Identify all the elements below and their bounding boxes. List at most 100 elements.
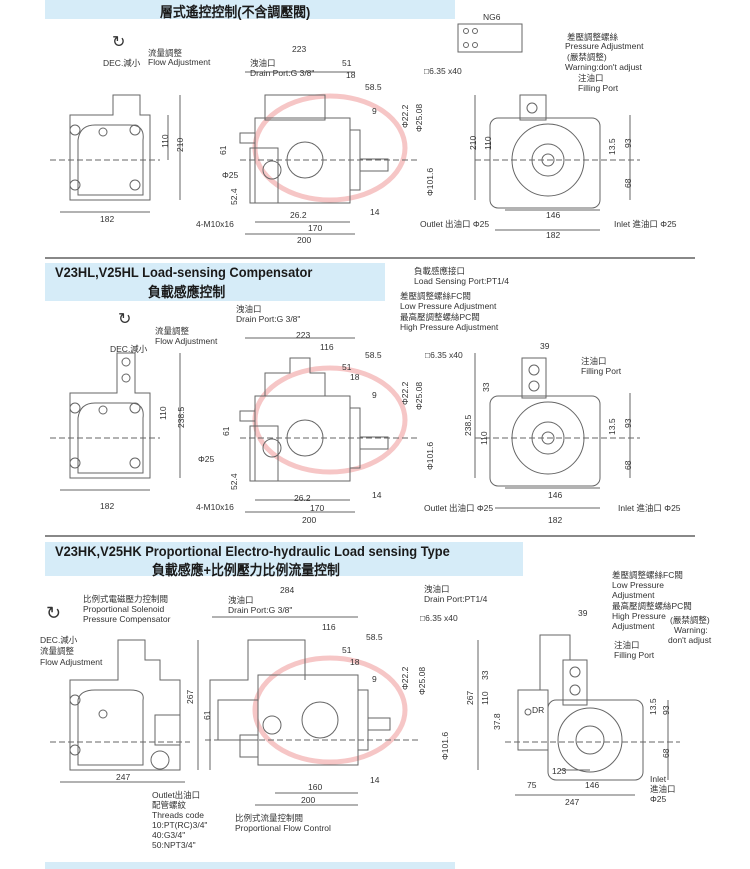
label: Pressure Compensator <box>83 614 171 624</box>
label: DR <box>532 705 545 715</box>
label: 182 <box>100 501 115 511</box>
label: 比例式電磁壓力控制閥 <box>83 594 169 604</box>
section3-title-en: V23HK,V25HK Proportional Electro-hydraul… <box>55 543 450 559</box>
label: 146 <box>585 780 600 790</box>
label: 182 <box>546 230 561 240</box>
label: 39 <box>540 341 550 351</box>
label: 流量調整 <box>148 48 183 58</box>
label: DEC.減小 <box>40 635 78 645</box>
label: 26.2 <box>290 210 307 220</box>
label: Flow Adjustment <box>155 336 218 346</box>
label: Inlet 進油口 Φ25 <box>618 503 681 513</box>
label: Φ101.6 <box>425 167 435 196</box>
label: 160 <box>308 782 323 792</box>
label: 146 <box>546 210 561 220</box>
label: 247 <box>116 772 131 782</box>
ng6-valve-block <box>457 23 523 53</box>
label: Warning: <box>674 625 708 635</box>
label: 13.5 <box>607 418 617 435</box>
label: 200 <box>301 795 316 805</box>
label: 51 <box>342 645 352 655</box>
label: 58.5 <box>365 350 382 360</box>
label: 13.5 <box>607 138 617 155</box>
label: Φ25.08 <box>414 103 424 132</box>
next-section-header <box>45 862 455 869</box>
label: 284 <box>280 585 295 595</box>
label: Low Pressure Adjustment <box>400 301 497 311</box>
label: Threads code <box>152 810 204 820</box>
label: DEC.減小 <box>103 58 141 68</box>
label: 流量調整 <box>40 646 75 656</box>
rotation-arrow-icon: ↻ <box>46 603 62 623</box>
label: Drain Port:G 3/8" <box>250 68 315 78</box>
label: don't adjust <box>668 635 712 645</box>
section2-title-en: V23HL,V25HL Load-sensing Compensator <box>55 264 313 280</box>
section3-header <box>45 542 523 576</box>
label: 注油口 <box>581 356 607 366</box>
section3-title-cn: 負載感應+比例壓力比例流量控制 <box>152 562 340 578</box>
label: 200 <box>302 515 317 525</box>
label: □6.35 x40 <box>420 613 458 623</box>
rotation-arrow-icon: ↻ <box>118 311 132 328</box>
label: 洩油口 <box>424 584 450 594</box>
label: 洩油口 <box>228 595 254 605</box>
label: 238.5 <box>463 414 473 436</box>
label: 110 <box>479 431 489 445</box>
label: Φ22.2 <box>400 104 410 128</box>
label: 146 <box>548 490 563 500</box>
label: High Pressure <box>612 611 666 621</box>
label: 洩油口 <box>250 58 276 68</box>
label: Φ25 <box>222 170 239 180</box>
label: 52.4 <box>229 188 239 205</box>
label: 223 <box>296 330 311 340</box>
label: 37.8 <box>492 713 502 730</box>
label: (嚴禁調整) <box>567 52 607 62</box>
label: Φ101.6 <box>440 731 450 760</box>
label: 247 <box>565 797 580 807</box>
label: 116 <box>320 342 334 352</box>
section1-title: 層式遙控控制(不含調壓閥) <box>160 4 311 20</box>
label: 75 <box>527 780 537 790</box>
label: 9 <box>372 106 377 116</box>
label: Proportional Solenoid <box>83 604 165 614</box>
label: Warning:don't adjust <box>565 62 642 72</box>
label: 33 <box>481 382 491 392</box>
label: 14 <box>370 775 380 785</box>
label: 注油口 <box>614 640 640 650</box>
label: 93 <box>623 418 633 428</box>
label: 26.2 <box>294 493 311 503</box>
label: 93 <box>661 705 671 715</box>
label: 最高壓調整螺絲PC閥 <box>400 312 480 322</box>
label: 210 <box>175 137 185 152</box>
label: 182 <box>100 214 115 224</box>
label: 51 <box>342 58 352 68</box>
label: □6.35 x40 <box>424 66 462 76</box>
label: Flow Adjustment <box>148 57 211 67</box>
label: Outlet出油口 <box>152 790 201 800</box>
label: 18 <box>350 372 360 382</box>
label: Φ25 <box>198 454 215 464</box>
label: 差壓調整螺絲 <box>567 32 619 42</box>
label: 200 <box>297 235 312 245</box>
label: 93 <box>623 138 633 148</box>
watermark-circle <box>252 655 408 765</box>
label: □6.35 x40 <box>425 350 463 360</box>
label: DEC.減小 <box>110 344 148 354</box>
section3-pump-views <box>50 616 680 806</box>
label: Inlet <box>650 774 667 784</box>
label: 4-M10x16 <box>196 502 234 512</box>
label: 267 <box>465 690 475 705</box>
label: 182 <box>548 515 563 525</box>
label: Inlet 進油口 Φ25 <box>614 219 677 229</box>
label: 61 <box>221 426 231 436</box>
label: 68 <box>623 178 633 188</box>
label: Drain Port:G 3/8" <box>236 314 301 324</box>
label: Adjustment <box>612 590 655 600</box>
label: Load Sensing Port:PT1/4 <box>414 276 509 286</box>
label: 14 <box>372 490 382 500</box>
label: 110 <box>160 134 170 148</box>
label: 61 <box>202 710 212 720</box>
label: 進油口 <box>650 784 676 794</box>
label: High Pressure Adjustment <box>400 322 499 332</box>
divider <box>45 535 695 537</box>
